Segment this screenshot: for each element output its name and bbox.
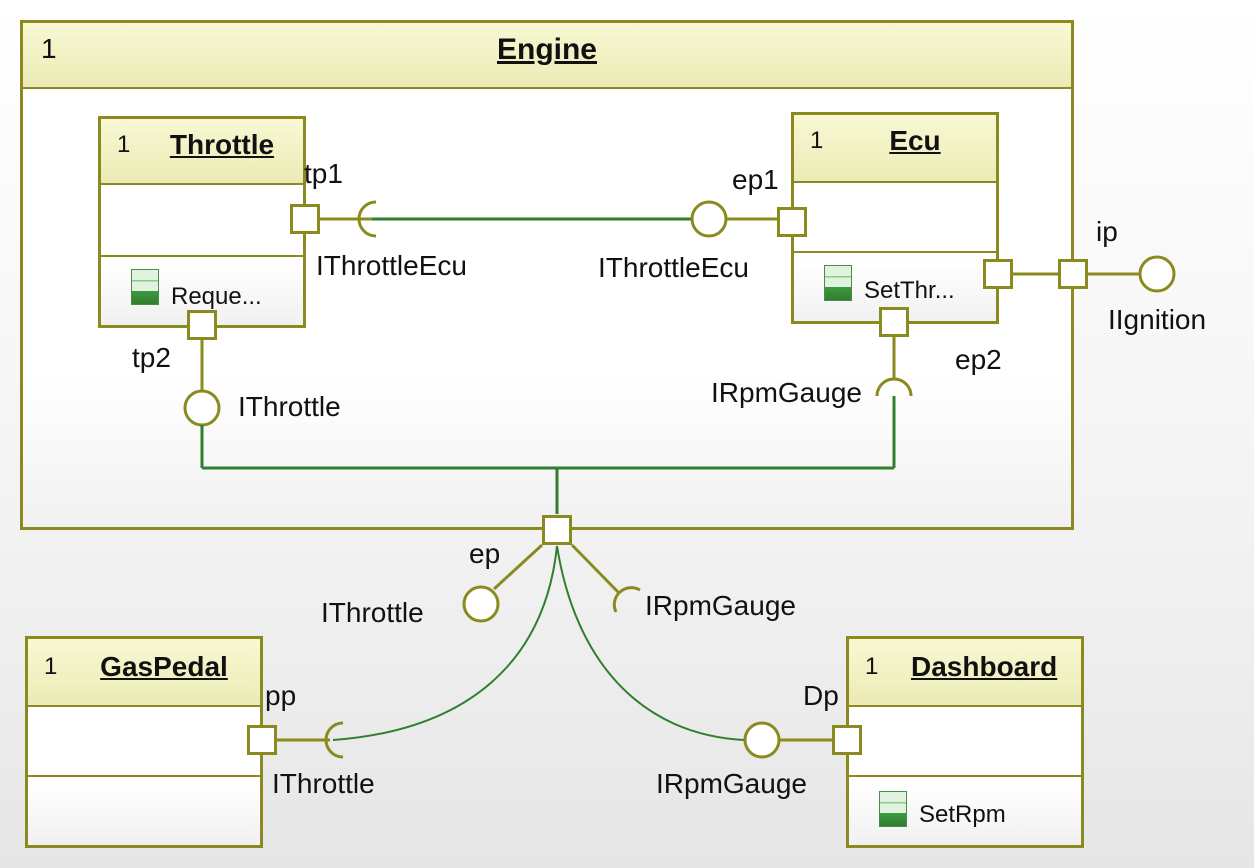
- port-ep2[interactable]: [879, 307, 909, 337]
- lollipop-icon: [1138, 255, 1176, 293]
- operation-icon: [131, 269, 159, 305]
- connector-line: [492, 543, 544, 591]
- interface-label: IRpmGauge: [656, 768, 807, 799]
- dashboard-operation[interactable]: SetRpm: [919, 801, 1006, 828]
- socket-icon: [612, 586, 641, 613]
- ecu-compartment-divider: [794, 251, 996, 253]
- socket-icon: [357, 200, 377, 238]
- interface-label: IThrottle: [321, 597, 424, 628]
- lollipop-icon: [183, 389, 221, 427]
- port-label-tp2: tp2: [132, 342, 171, 373]
- engine-header: [23, 23, 1071, 89]
- connector-line: [570, 543, 620, 594]
- interface-label: IThrottle: [238, 391, 341, 422]
- operation-icon: [824, 265, 852, 301]
- port-label-dp: Dp: [803, 680, 839, 711]
- ecu-multiplicity: 1: [810, 127, 824, 154]
- port-ep1[interactable]: [777, 207, 807, 237]
- operation-icon: [879, 791, 907, 827]
- lollipop-icon: [743, 721, 781, 759]
- port-ep[interactable]: [542, 515, 572, 545]
- connector-line: [556, 545, 746, 741]
- interface-label: IThrottleEcu: [316, 250, 467, 281]
- interface-label: IThrottleEcu: [598, 252, 749, 283]
- interface-label: IRpmGauge: [711, 377, 862, 408]
- dashboard-header: [849, 639, 1081, 707]
- socket-icon: [324, 721, 344, 759]
- dashboard-multiplicity: 1: [865, 653, 879, 680]
- port-tp1[interactable]: [290, 204, 320, 234]
- gaspedal-component[interactable]: 1 GasPedal: [25, 636, 263, 848]
- dashboard-component[interactable]: 1 Dashboard SetRpm: [846, 636, 1084, 848]
- interface-label: IRpmGauge: [645, 590, 796, 621]
- connector-line: [332, 545, 558, 741]
- dashboard-compartment-divider: [849, 775, 1081, 777]
- lollipop-icon: [690, 200, 728, 238]
- engine-title: Engine: [496, 33, 597, 66]
- port-tp2[interactable]: [187, 310, 217, 340]
- port-label-ep2: ep2: [955, 344, 1002, 375]
- port-pp[interactable]: [247, 725, 277, 755]
- port-label-ep1: ep1: [732, 164, 779, 195]
- lollipop-icon: [462, 585, 500, 623]
- throttle-component[interactable]: 1 Throttle Reque...: [98, 116, 306, 328]
- ecu-header: [794, 115, 996, 183]
- throttle-multiplicity: 1: [117, 131, 131, 158]
- port-label-tp1: tp1: [304, 158, 343, 189]
- throttle-compartment-divider: [101, 255, 303, 257]
- gaspedal-header: [28, 639, 260, 707]
- port-label-pp: pp: [265, 680, 297, 711]
- gaspedal-compartment-divider: [28, 775, 260, 777]
- ecu-component[interactable]: 1 Ecu SetThr...: [791, 112, 999, 324]
- port-ip[interactable]: [1058, 259, 1088, 289]
- interface-label: IThrottle: [272, 768, 375, 799]
- socket-icon: [875, 377, 913, 397]
- port-dp[interactable]: [832, 725, 862, 755]
- throttle-title: Throttle: [169, 129, 275, 160]
- dashboard-title: Dashboard: [911, 651, 1058, 682]
- port-label-ep: ep: [469, 538, 501, 569]
- port-ecu-ignition[interactable]: [983, 259, 1013, 289]
- throttle-operation[interactable]: Reque...: [171, 283, 262, 310]
- interface-label: IIgnition: [1108, 304, 1207, 335]
- ecu-operation[interactable]: SetThr...: [864, 277, 955, 304]
- port-label-ip: ip: [1096, 216, 1118, 247]
- ecu-title: Ecu: [889, 125, 941, 156]
- gaspedal-multiplicity: 1: [44, 653, 58, 680]
- gaspedal-title: GasPedal: [100, 651, 228, 682]
- throttle-header: [101, 119, 303, 185]
- engine-multiplicity: 1: [41, 33, 57, 64]
